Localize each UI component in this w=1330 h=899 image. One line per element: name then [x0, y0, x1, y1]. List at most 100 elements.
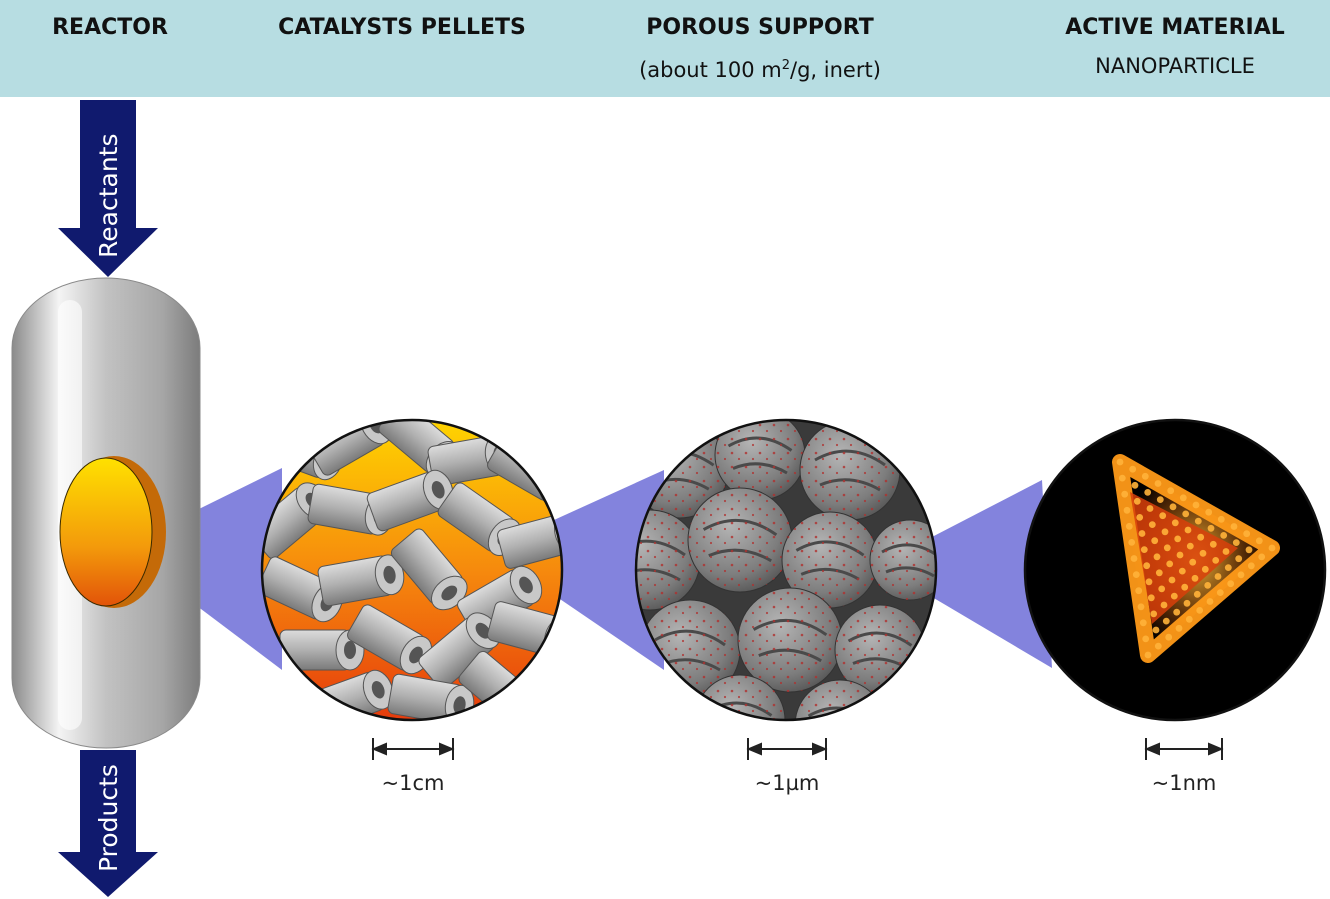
catalysis-scale-diagram: Reactants Products ~1cm	[0, 97, 1330, 899]
scale-bar-support	[748, 738, 826, 760]
header-bar: REACTOR CATALYSTS PELLETS POROUS SUPPORT…	[0, 0, 1330, 97]
nanoparticle-atom	[1246, 546, 1253, 553]
support-grain	[738, 588, 842, 692]
nanoparticle-atom	[1151, 537, 1158, 544]
nanoparticle-atom	[1136, 514, 1143, 521]
reactants-label: Reactants	[94, 134, 123, 259]
scale-label-nanoparticle: ~1nm	[1152, 771, 1217, 795]
nanoparticle-atom	[1197, 534, 1204, 541]
nanoparticle-atom	[1196, 607, 1203, 614]
nanoparticle-atom	[1256, 537, 1263, 544]
nanoparticle-atom	[1179, 568, 1186, 575]
nanoparticle-atom	[1185, 527, 1192, 534]
nanoparticle-atom	[1192, 575, 1199, 582]
nanoparticle-atom	[1231, 523, 1238, 530]
nanoparticle-atom	[1187, 543, 1194, 550]
support-subtitle-post: /g, inert)	[790, 58, 881, 82]
active-subtitle: NANOPARTICLE	[1040, 52, 1310, 80]
nanoparticle-atom	[1135, 587, 1142, 594]
nanoparticle-atom	[1153, 627, 1160, 634]
nanoparticle-atom	[1202, 566, 1209, 573]
nanoparticle-atom	[1194, 591, 1201, 598]
active-title: ACTIVE MATERIAL	[1040, 14, 1310, 42]
scale-bar-nanoparticle	[1146, 738, 1222, 760]
nanoparticle-atom	[1131, 555, 1138, 562]
pellets-title: CATALYSTS PELLETS	[262, 14, 542, 42]
products-label: Products	[94, 764, 123, 872]
support-subtitle-pre: (about 100 m	[639, 58, 782, 82]
nanoparticle-atom	[1164, 544, 1171, 551]
reactor-title: REACTOR	[40, 14, 180, 42]
nanoparticle-atom	[1166, 561, 1173, 568]
nanoparticle-atom	[1117, 459, 1124, 466]
nanoparticle-atom	[1155, 480, 1162, 487]
nanoparticle-atom	[1155, 643, 1162, 650]
nanoparticle-atom	[1248, 562, 1255, 569]
nanoparticle-atom	[1142, 636, 1149, 643]
support-title: POROUS SUPPORT	[600, 14, 920, 42]
nanoparticle-atom	[1212, 557, 1219, 564]
reactor-heading: REACTOR	[40, 14, 180, 42]
nanoparticle-atom	[1121, 491, 1128, 498]
nanoparticle-atom	[1180, 494, 1187, 501]
nanoparticle-atom	[1156, 569, 1163, 576]
nanoparticle-atom	[1182, 511, 1189, 518]
nanoparticle-atom	[1173, 609, 1180, 616]
nanoparticle-atom	[1129, 466, 1136, 473]
nanoparticle-atom	[1269, 545, 1276, 552]
nanoparticle-atom	[1167, 487, 1174, 494]
nanoparticle-atom	[1227, 580, 1234, 587]
nanoparticle-atom	[1235, 555, 1242, 562]
nanoparticle-atom	[1220, 532, 1227, 539]
nanoparticle-atom	[1165, 634, 1172, 641]
nanoparticle-atom	[1200, 550, 1207, 557]
nanoparticle-atom	[1143, 562, 1150, 569]
nanoparticle-atom	[1144, 489, 1151, 496]
nanoparticle-atom	[1154, 553, 1161, 560]
nanoparticle-atom	[1174, 536, 1181, 543]
nanoparticle-atom	[1208, 525, 1215, 532]
nanoparticle-atom	[1124, 507, 1131, 514]
nanoparticle-atom	[1140, 619, 1147, 626]
nanoparticle-atom	[1223, 548, 1230, 555]
support-zoom-circle	[600, 410, 950, 770]
nanoparticle-atom	[1215, 573, 1222, 580]
support-heading: POROUS SUPPORT (about 100 m2/g, inert)	[600, 14, 920, 84]
nanoparticle-atom	[1128, 539, 1135, 546]
nanoparticle-atom	[1142, 473, 1149, 480]
nanoparticle-atom	[1193, 502, 1200, 509]
nanoparticle-atom	[1126, 523, 1133, 530]
nanoparticle-atom	[1258, 554, 1265, 561]
nanoparticle-atom	[1225, 564, 1232, 571]
nanoparticle-atom	[1147, 505, 1154, 512]
nanoparticle-atom	[1148, 594, 1155, 601]
nanoparticle-atom	[1150, 611, 1157, 618]
nanoparticle-atom	[1149, 521, 1156, 528]
nanoparticle-atom	[1139, 530, 1146, 537]
nanoparticle-atom	[1177, 552, 1184, 559]
pellets-zoom-circle	[247, 399, 588, 734]
nanoparticle-atom	[1169, 577, 1176, 584]
nanoparticle-atom	[1133, 571, 1140, 578]
nanoparticle-atom	[1146, 578, 1153, 585]
nanoparticle-atom	[1163, 618, 1170, 625]
nanoparticle-atom	[1218, 516, 1225, 523]
scale-bar-pellets	[373, 738, 453, 760]
support-subtitle-sup: 2	[782, 58, 790, 73]
nanoparticle-zoom-circle	[1025, 420, 1325, 720]
nanoparticle-atom	[1207, 598, 1214, 605]
nanoparticle-atom	[1170, 503, 1177, 510]
nanoparticle-atom	[1157, 496, 1164, 503]
nanoparticle-atom	[1141, 546, 1148, 553]
nanoparticle-atom	[1134, 498, 1141, 505]
nanoparticle-atom	[1189, 559, 1196, 566]
pellets-heading: CATALYSTS PELLETS	[262, 14, 542, 42]
nanoparticle-atom	[1171, 593, 1178, 600]
nanoparticle-atom	[1119, 475, 1126, 482]
nanoparticle-atom	[1162, 528, 1169, 535]
nanoparticle-atom	[1233, 539, 1240, 546]
nanoparticle-atom	[1238, 571, 1245, 578]
nanoparticle-atom	[1145, 652, 1152, 659]
nanoparticle-atom	[1243, 530, 1250, 537]
reactor-hot-core	[60, 456, 166, 608]
